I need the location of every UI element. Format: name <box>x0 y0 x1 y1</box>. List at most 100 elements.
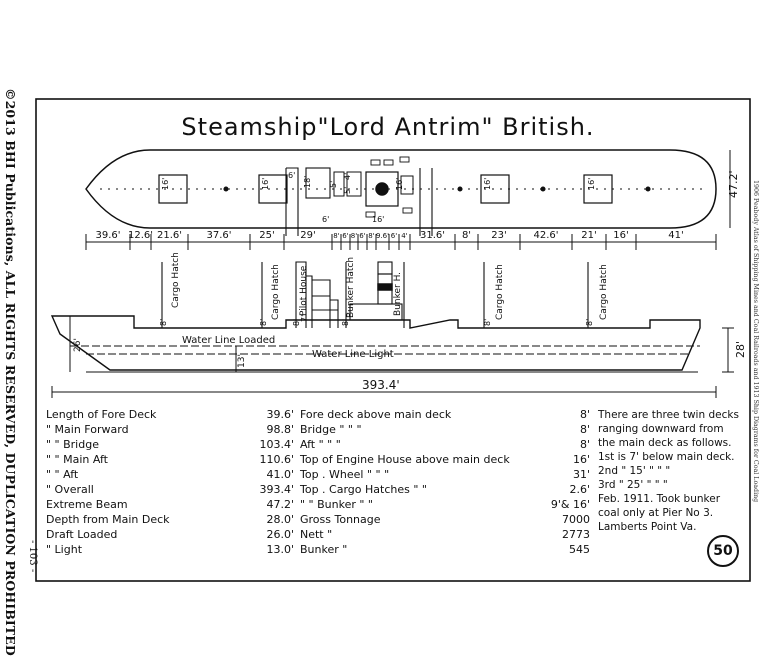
dimension-label: 8' <box>368 232 374 240</box>
draft-loaded-label: 26' <box>73 338 83 352</box>
spec-label: Extreme Beam <box>46 498 128 511</box>
spec-label: Top . Wheel " " " <box>300 468 390 481</box>
spec-value: 393.4' <box>259 483 294 496</box>
diagram-sheet: ©2013 BHI Publications, ALL RIGHTS RESER… <box>3 88 759 656</box>
spec-value: 9'& 16' <box>550 498 590 511</box>
dimension-ticks <box>85 234 717 250</box>
engine-house-plan <box>365 171 399 207</box>
dimension-label: 37.6' <box>206 230 231 241</box>
plan-label-plan-16-f: 16' <box>372 215 384 224</box>
plan-box-b <box>346 171 362 197</box>
depth-label: 28' <box>734 341 747 358</box>
spec-row: Draft Loaded 26.0' <box>46 528 294 543</box>
funnel-top <box>377 261 393 275</box>
hatch-label: Cargo Hatch <box>171 252 181 308</box>
spec-value: 8' <box>579 438 590 451</box>
ship-drawing: 16'16'6'18'5'4'5'6'16'16'16'16' 47.2' 39… <box>35 98 751 582</box>
funnel-band <box>377 283 393 291</box>
dimension-labels: 39.6'12.6'21.6'37.6'25'29'8'6'8'6'8'9.6'… <box>95 230 683 241</box>
hatch-label: Cargo Hatch <box>495 264 505 320</box>
plan-label-plan-6-b: 6' <box>322 215 329 224</box>
dimension-label: 12.6' <box>128 230 153 241</box>
dimension-label: 29' <box>300 230 315 241</box>
spec-value: 8' <box>579 408 590 421</box>
spec-value: 28.0' <box>266 513 294 526</box>
spec-row: Bunker "545 <box>300 543 590 558</box>
spec-label: Nett " <box>300 528 333 541</box>
dimension-label: 25' <box>259 230 274 241</box>
plan-label-plan-5-b: 5' <box>343 187 352 194</box>
hatch-1 <box>158 174 188 204</box>
plan-label-plan-4: 4' <box>343 173 352 180</box>
beam-label: 47.2' <box>727 170 740 198</box>
spec-label: Bridge " " " <box>300 423 362 436</box>
water-line-loaded-label: Water Line Loaded <box>182 335 275 346</box>
height-label: 8' <box>585 319 594 326</box>
spec-row: Bridge " " " 8' <box>300 423 590 438</box>
spec-label: Depth from Main Deck <box>46 513 170 526</box>
note-line: There are three twin decks <box>598 409 739 421</box>
spec-value: 545 <box>569 543 590 556</box>
plan-label-plan-18: 18' <box>303 176 312 188</box>
overall-length-label: 393.4' <box>362 378 400 392</box>
dimension-label: 8' <box>351 232 357 240</box>
height-label: 8' <box>259 319 268 326</box>
outer-frame <box>35 98 751 582</box>
hatch-4 <box>583 174 613 204</box>
spec-value: 41.0' <box>266 468 294 481</box>
spec-value: 31' <box>572 468 590 481</box>
spec-row: Depth from Main Deck 28.0' <box>46 513 294 528</box>
spec-label: Draft Loaded <box>46 528 118 541</box>
spec-label: Aft " " " <box>300 438 341 451</box>
hatch-labels: Cargo Hatch Cargo Hatch Pilot House Bunker … <box>171 252 609 320</box>
hull-plan <box>85 149 717 229</box>
spec-row: " " Aft 41.0' <box>46 468 294 483</box>
pilot-house-plan <box>305 167 331 199</box>
spec-value: 26.0' <box>266 528 294 541</box>
spec-label: " " Bridge <box>46 438 99 451</box>
hatch-label: Bunker Hatch <box>346 257 356 318</box>
spec-row: Extreme Beam 47.2' <box>46 498 294 513</box>
hatch-2 <box>258 174 288 204</box>
height-labels: 8'8'8'7'8'8'8' <box>159 315 594 326</box>
plan-label-plan-6-a: 6' <box>288 171 295 180</box>
spec-value: 47.2' <box>266 498 294 511</box>
fore-bulkhead <box>285 167 299 236</box>
spec-row: Nett "2773 <box>300 528 590 543</box>
spec-label: " Light <box>46 543 83 556</box>
plan-label-plan-16-b: 16' <box>261 178 270 190</box>
note-line: coal only at Pier No 3. <box>598 507 714 519</box>
note-line: the main deck as follows. <box>598 437 732 449</box>
plan-view <box>85 149 731 236</box>
hatch-label: Bunker H. <box>393 272 403 316</box>
water-line-light-label: Water Line Light <box>312 349 394 360</box>
dimension-label: 4' <box>401 232 407 240</box>
spec-value: 16' <box>572 453 590 466</box>
spec-value: 2.6' <box>569 483 590 496</box>
aft-bulkhead <box>419 168 433 236</box>
hull-profile <box>50 315 701 371</box>
spec-label: " " Aft <box>46 468 79 481</box>
dimension-label: 8' <box>333 232 339 240</box>
spec-value: 8' <box>579 423 590 436</box>
plan-box-a <box>333 171 345 197</box>
spec-value: 39.6' <box>266 408 294 421</box>
dimension-label: 42.6' <box>533 230 558 241</box>
funnel <box>375 182 389 196</box>
spec-row: Top . Cargo Hatches " "2.6' <box>300 483 590 498</box>
spec-label: " " Bunker " " <box>300 498 373 511</box>
height-label: 8' <box>341 319 350 326</box>
profile-view <box>50 261 734 398</box>
hatch-label: Pilot House <box>299 265 309 316</box>
spec-label: " Main Forward <box>46 423 129 436</box>
hatch-label: Cargo Hatch <box>271 264 281 320</box>
plan-label-plan-16-c: 16' <box>483 178 492 190</box>
dimension-label: 6' <box>391 232 397 240</box>
spec-value: 103.4' <box>259 438 294 451</box>
dimension-label: 6' <box>359 232 365 240</box>
